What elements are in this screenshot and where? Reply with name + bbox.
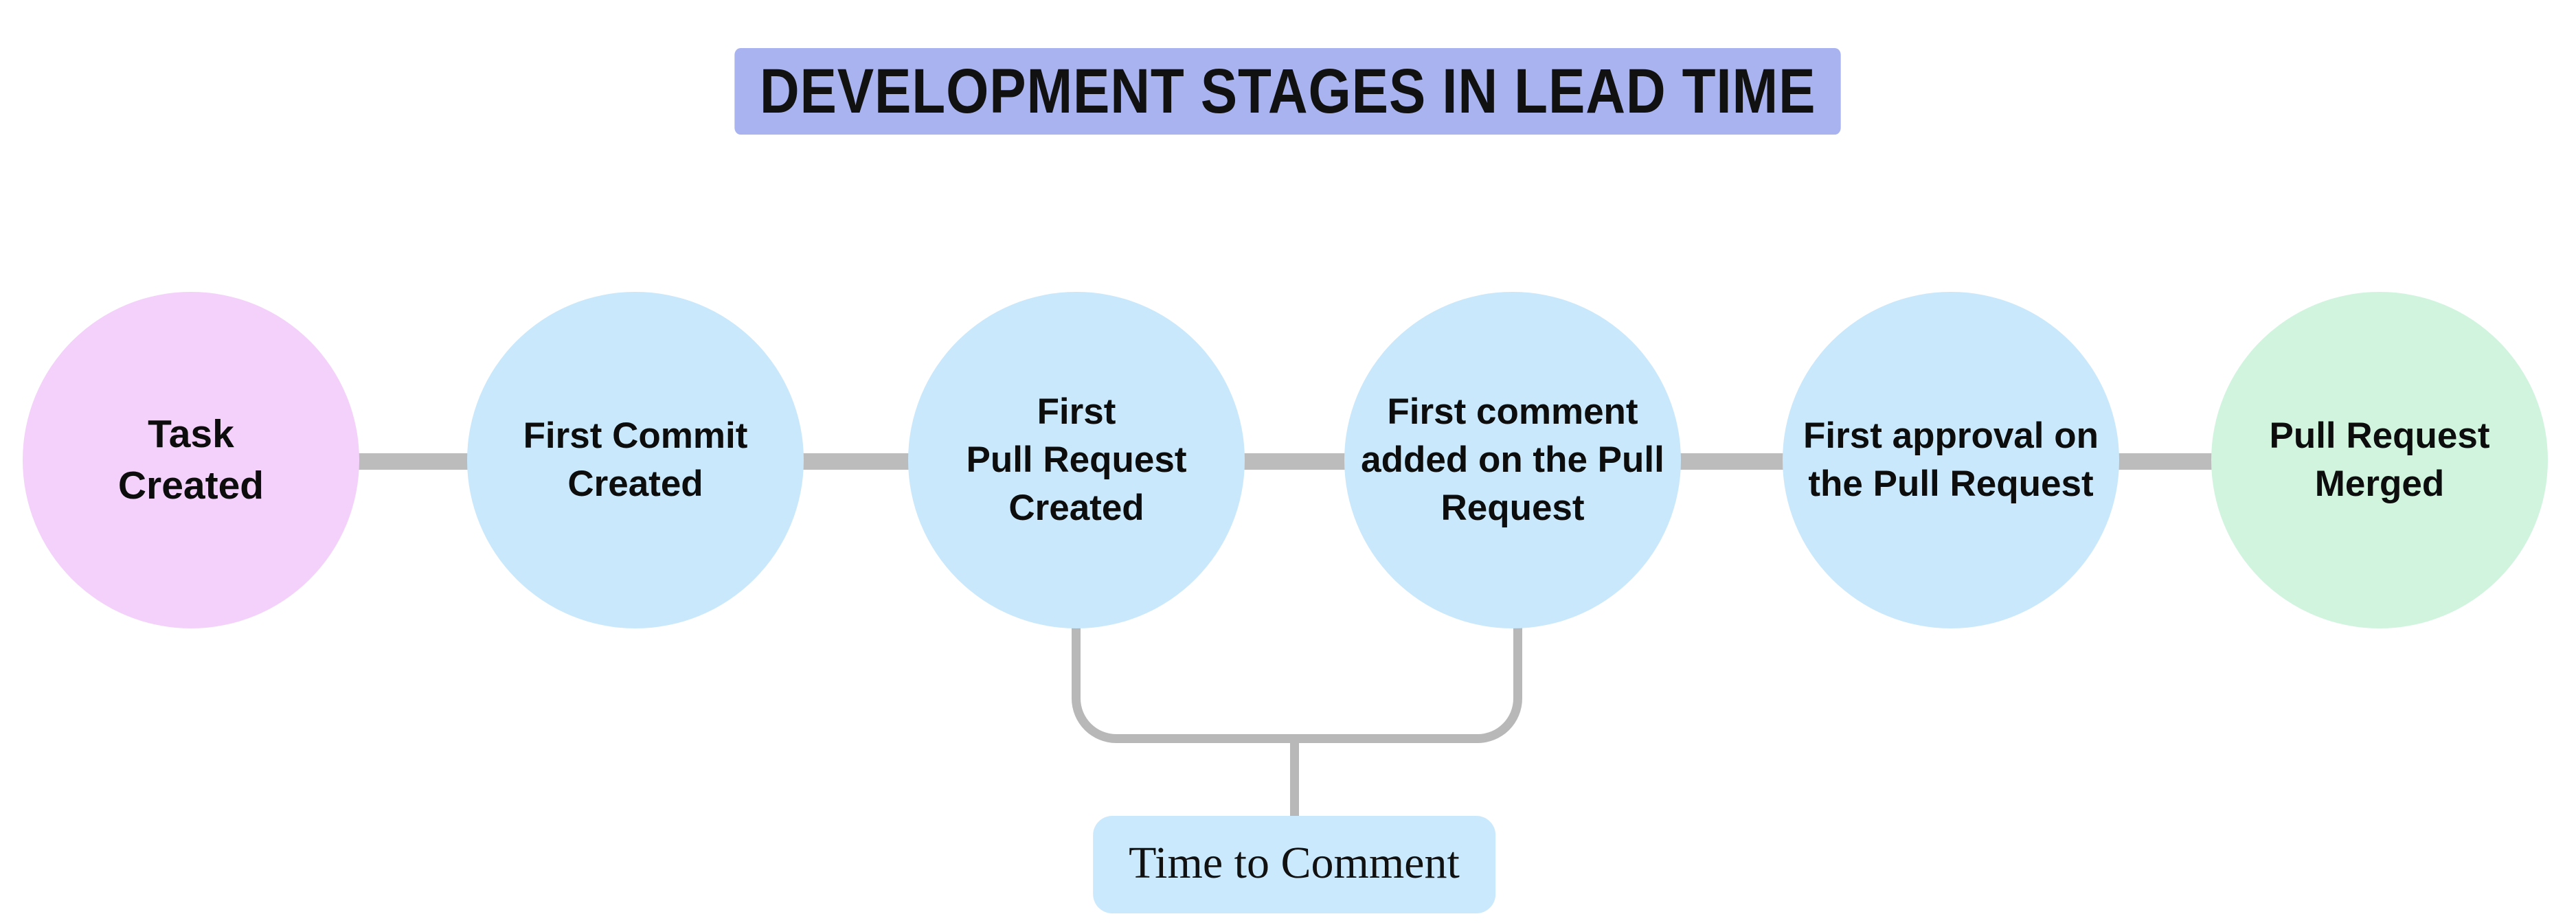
diagram-title: DEVELOPMENT STAGES IN LEAD TIME <box>734 48 1842 135</box>
stage-label-first-comment-added: First comment added on the Pull Request <box>1361 391 1664 528</box>
stage-circle-first-commit-created: First Commit Created <box>467 292 804 628</box>
stage-circle-first-pull-request-created: First Pull Request Created <box>908 292 1245 628</box>
stage-label-first-commit-created: First Commit Created <box>523 415 748 504</box>
stage-circle-first-approval: First approval on the Pull Request <box>1783 292 2119 628</box>
stage-circle-pull-request-merged: Pull Request Merged <box>2211 292 2548 628</box>
time-to-comment-bracket <box>1072 627 1522 743</box>
stage-circle-task-created: Task Created <box>23 292 359 628</box>
stage-label-pull-request-merged: Pull Request Merged <box>2269 415 2490 504</box>
stage-circle-first-comment-added: First comment added on the Pull Request <box>1344 292 1681 628</box>
stage-label-task-created: Task Created <box>117 411 264 508</box>
time-to-comment-label: Time to Comment <box>1093 816 1495 913</box>
title-row: DEVELOPMENT STAGES IN LEAD TIME <box>0 48 2576 135</box>
stage-label-first-pull-request-created: First Pull Request Created <box>966 391 1187 528</box>
time-to-comment-bracket-stem <box>1290 743 1299 816</box>
stage-label-first-approval: First approval on the Pull Request <box>1803 415 2099 504</box>
